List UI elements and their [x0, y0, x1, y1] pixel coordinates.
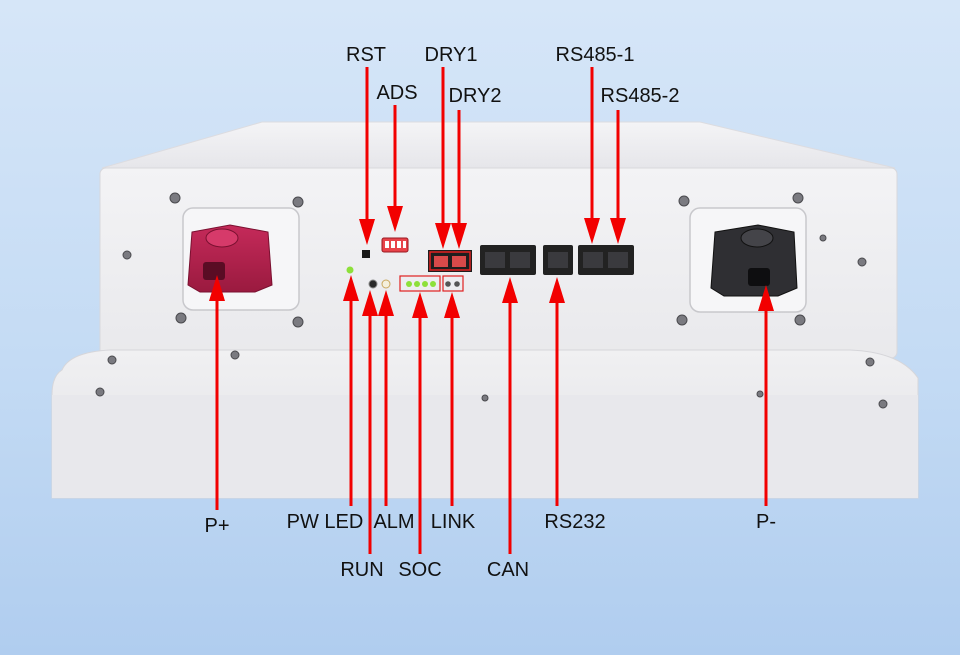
label-rst: RST [346, 44, 386, 66]
positive-terminal [182, 207, 300, 311]
arrow-pw-led [343, 275, 359, 506]
arrow-can [502, 277, 518, 554]
label-run: RUN [340, 559, 384, 581]
arrow-ads [387, 105, 403, 232]
mounting-screws [95, 192, 888, 409]
can-port [480, 245, 536, 275]
label-rs232: RS232 [544, 511, 606, 533]
alm-led [381, 279, 391, 289]
label-p-plus: P+ [204, 515, 230, 537]
label-dry2: DRY2 [448, 85, 502, 107]
label-link: LINK [430, 511, 476, 533]
soc-leds [399, 275, 441, 292]
label-rs485-2: RS485-2 [600, 85, 680, 107]
dry-contact-port [428, 250, 472, 272]
arrow-run [362, 290, 378, 554]
label-ads: ADS [376, 82, 418, 104]
arrow-alm [378, 290, 394, 506]
arrow-rst [359, 67, 375, 245]
arrow-p-minus [758, 285, 774, 506]
rs485-port [578, 245, 634, 275]
arrow-rs485-2 [610, 110, 626, 244]
run-indicator [368, 279, 378, 289]
label-rs485-1: RS485-1 [555, 44, 635, 66]
callout-arrows [209, 67, 774, 554]
link-leds [442, 275, 464, 292]
label-alm: ALM [373, 511, 415, 533]
pw-led [346, 266, 354, 274]
label-pw-led: PW LED [286, 511, 364, 533]
arrow-soc [412, 292, 428, 554]
arrow-link [444, 292, 460, 506]
label-p-minus: P- [756, 511, 776, 533]
control-panel [346, 237, 634, 292]
arrow-rs232 [549, 277, 565, 506]
label-dry1: DRY1 [424, 44, 478, 66]
negative-terminal [689, 207, 807, 313]
arrow-dry2 [451, 110, 467, 249]
ads-dip-switch [381, 237, 409, 253]
arrow-rs485-1 [584, 67, 600, 244]
arrow-p-plus [209, 275, 225, 510]
rs232-port [543, 245, 573, 275]
label-can: CAN [486, 559, 530, 581]
rst-button [362, 250, 370, 258]
label-soc: SOC [398, 559, 442, 581]
arrow-dry1 [435, 67, 451, 249]
